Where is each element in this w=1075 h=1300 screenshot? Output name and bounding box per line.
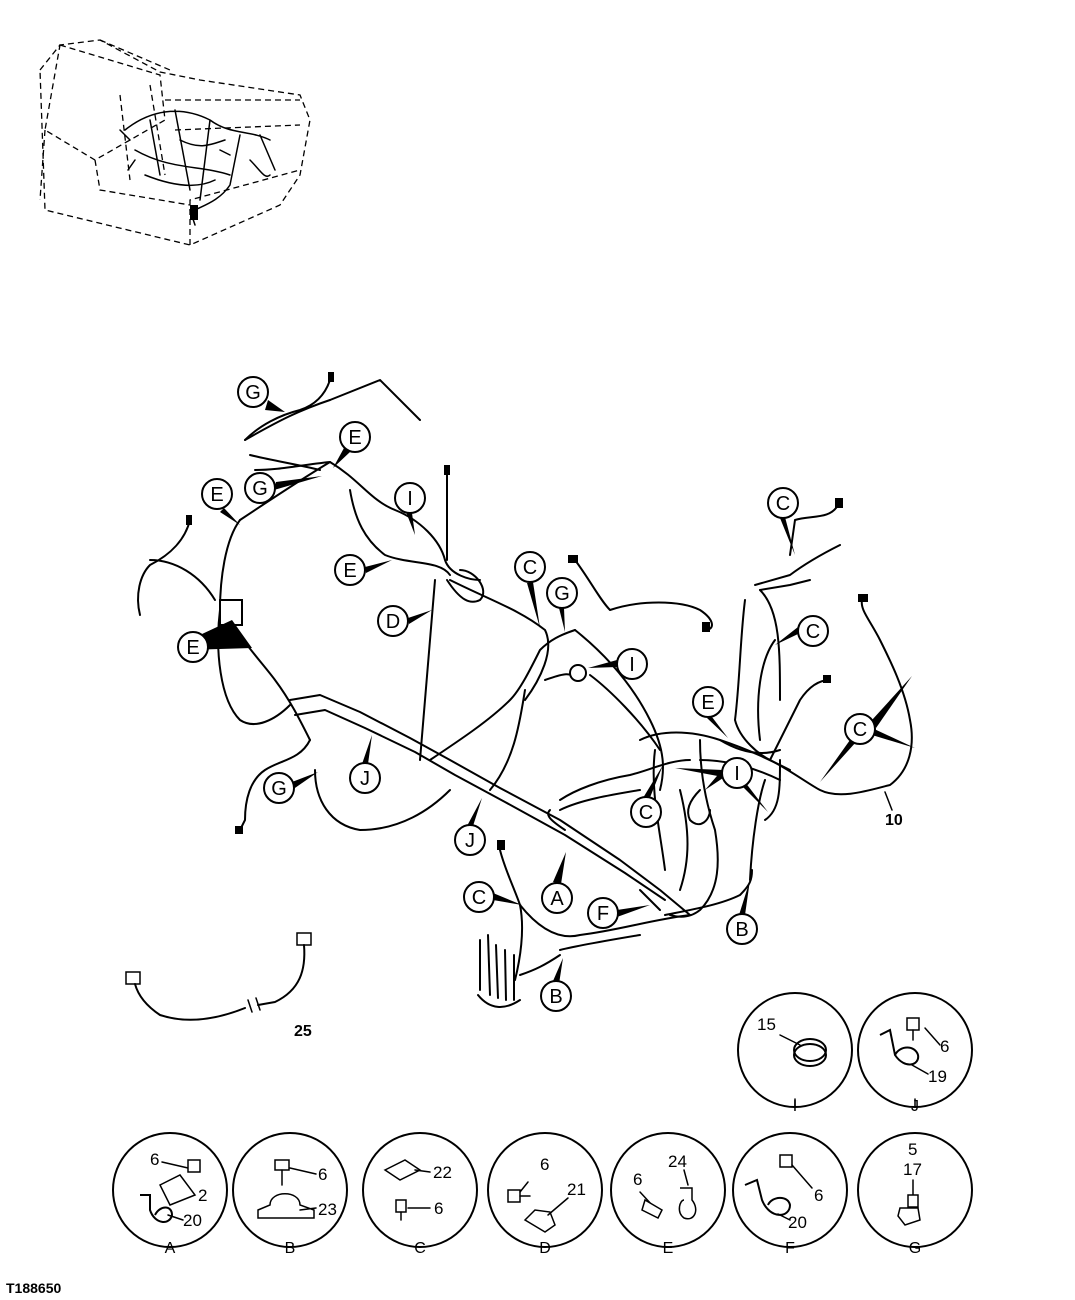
- callout-c4: C: [820, 676, 915, 782]
- callout-label: C: [472, 887, 486, 909]
- main-harness-wires: [137, 379, 913, 1008]
- detail-b: 6 23 B: [232, 1132, 348, 1257]
- callout-d1: D: [377, 605, 432, 637]
- detail-part-label: 5: [908, 1140, 917, 1159]
- detail-letter-label: B: [285, 1240, 296, 1257]
- detail-letter-label: F: [785, 1240, 795, 1257]
- callout-label: F: [597, 903, 609, 925]
- callout-e2: E: [201, 478, 240, 525]
- detail-part-label: 17: [903, 1160, 922, 1179]
- callout-label: J: [360, 768, 370, 790]
- callout-label: G: [252, 478, 268, 500]
- detail-letter-label: A: [165, 1240, 176, 1257]
- detail-part-label: 20: [788, 1213, 807, 1232]
- callout-j1: J: [349, 735, 381, 794]
- callout-i1: I: [394, 482, 426, 535]
- callout-g2: G: [244, 472, 322, 504]
- callout-label: I: [629, 654, 635, 676]
- detail-part-label: 2: [198, 1186, 207, 1205]
- detail-part-label: 6: [940, 1037, 949, 1056]
- callout-b1: B: [726, 880, 758, 945]
- callout-i3: I: [675, 757, 768, 812]
- callout-e3: E: [334, 554, 392, 586]
- callout-g3: G: [546, 577, 578, 632]
- detail-g: 5 17 G: [857, 1132, 973, 1257]
- detail-i: 15 I: [737, 992, 853, 1115]
- callout-label: J: [465, 830, 475, 852]
- callout-c6: C: [463, 881, 522, 913]
- callout-e1: E: [333, 421, 371, 468]
- callout-label: I: [407, 488, 413, 510]
- extension-item-number: 25: [294, 1023, 312, 1040]
- callout-label: E: [348, 427, 361, 449]
- detail-part-label: 15: [757, 1015, 776, 1034]
- callout-label: I: [734, 763, 740, 785]
- callout-label: G: [271, 778, 287, 800]
- callout-label: C: [776, 493, 790, 515]
- detail-part-label: 23: [318, 1200, 337, 1219]
- detail-a: 6 2 20 A: [112, 1132, 228, 1257]
- detail-part-label: 6: [150, 1150, 159, 1169]
- extension-harness: 25: [125, 932, 312, 1040]
- machine-overview: [39, 39, 311, 246]
- callout-label: E: [186, 637, 199, 659]
- detail-letter-label: D: [539, 1240, 551, 1257]
- detail-part-label: 6: [633, 1170, 642, 1189]
- callout-label: C: [523, 557, 537, 579]
- detail-e: 24 6 E: [610, 1132, 726, 1257]
- detail-part-label: 21: [567, 1180, 586, 1199]
- detail-part-label: 6: [434, 1199, 443, 1218]
- callout-label: E: [701, 692, 714, 714]
- callout-f1: F: [587, 897, 650, 929]
- callout-c2: C: [767, 487, 799, 555]
- callout-label: E: [210, 484, 223, 506]
- harness-item-number: 10: [885, 812, 903, 829]
- detail-letter-label: G: [909, 1240, 921, 1257]
- callout-label: A: [550, 888, 564, 910]
- callout-label: B: [549, 986, 562, 1008]
- detail-d: 6 21 D: [487, 1132, 603, 1257]
- callout-c3: C: [775, 615, 829, 647]
- connector-ends: [186, 372, 868, 850]
- callout-label: E: [343, 560, 356, 582]
- callout-c5: C: [630, 765, 663, 828]
- callout-c1: C: [514, 551, 546, 628]
- callout-g1: G: [237, 376, 285, 412]
- callout-label: G: [245, 382, 261, 404]
- detail-part-label: 6: [814, 1186, 823, 1205]
- callout-j2: J: [454, 798, 486, 856]
- figure-id: T188650: [6, 1280, 62, 1296]
- detail-part-label: 6: [540, 1155, 549, 1174]
- callout-label: G: [554, 583, 570, 605]
- callout-label: C: [853, 719, 867, 741]
- detail-letter-label: E: [663, 1240, 674, 1257]
- callout-g4: G: [263, 772, 318, 804]
- callout-label: B: [735, 919, 748, 941]
- detail-letter-label: C: [414, 1240, 426, 1257]
- callout-e5: E: [692, 686, 728, 738]
- callout-a1: A: [541, 852, 573, 914]
- detail-f: 6 20 F: [732, 1132, 848, 1257]
- detail-part-label: 24: [668, 1152, 687, 1171]
- callout-label: C: [806, 621, 820, 643]
- callout-e4: E: [177, 620, 252, 663]
- detail-part-label: 6: [318, 1165, 327, 1184]
- callout-b2: B: [540, 958, 572, 1012]
- callout-label: C: [639, 802, 653, 824]
- detail-part-label: 19: [928, 1067, 947, 1086]
- detail-c: 22 6 C: [362, 1132, 478, 1257]
- detail-part-label: 22: [433, 1163, 452, 1182]
- callout-i2: I: [588, 648, 648, 680]
- detail-part-label: 20: [183, 1211, 202, 1230]
- detail-j: 6 19 J: [857, 992, 973, 1115]
- callout-label: D: [386, 611, 400, 633]
